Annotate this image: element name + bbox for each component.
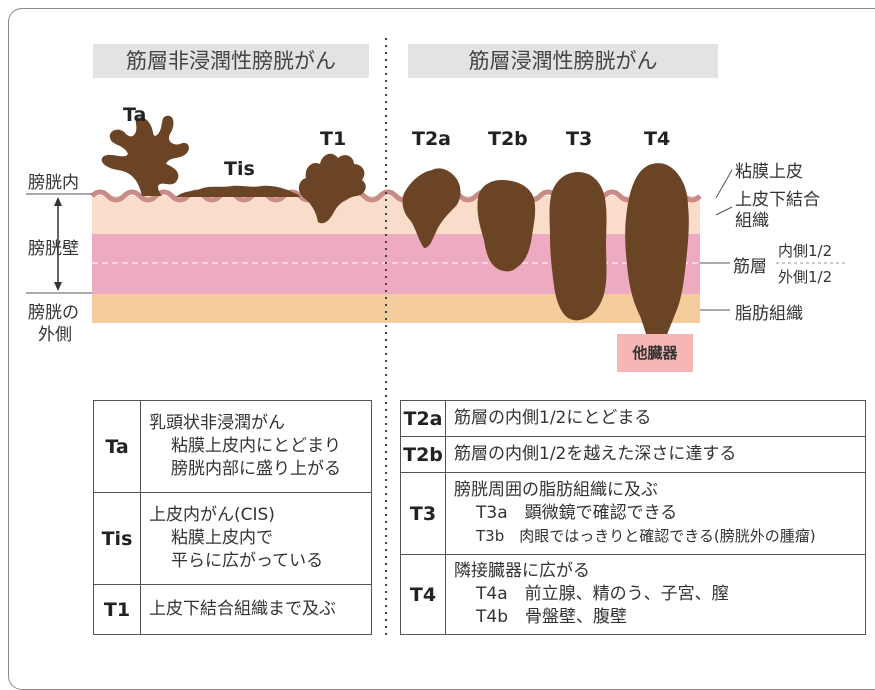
table-row: T1 上皮下結合組織まで及ぶ	[93, 584, 372, 635]
label-fat: 脂肪組織	[735, 304, 803, 324]
table-row: Ta 乳頭状非浸潤がん 粘膜上皮内にとどまり 膀胱内部に盛り上がる	[93, 400, 372, 493]
label-subepithelial-1: 上皮下結合	[735, 190, 820, 210]
table-cell: 上皮内がん(CIS) 粘膜上皮内で 平らに広がっている	[140, 492, 372, 585]
label-muscle-inner: 内側1/2	[778, 242, 833, 260]
tumor-ta	[101, 115, 189, 196]
table-key: T1	[93, 584, 141, 635]
table-non-invasive: Ta 乳頭状非浸潤がん 粘膜上皮内にとどまり 膀胱内部に盛り上がる Tis 上皮…	[93, 400, 372, 635]
table-key: T2b	[400, 436, 446, 473]
tumor-t2b	[477, 180, 536, 272]
table-text: 粘膜上皮内にとどまり	[171, 436, 341, 456]
table-key: Ta	[93, 400, 141, 493]
tumor-t1	[298, 153, 366, 224]
table-text: T3b 肉眼ではっきりと確認できる(膀胱外の腫瘤)	[476, 527, 816, 545]
label-mucosa: 粘膜上皮	[735, 162, 803, 182]
stage-label-tis: Tis	[224, 158, 255, 180]
table-text: 筋層の内側1/2にとどまる	[454, 408, 652, 428]
stage-label-t1: T1	[320, 128, 347, 150]
table-cell: 筋層の内側1/2にとどまる	[445, 400, 866, 437]
table-cell: 膀胱周囲の脂肪組織に及ぶ T3a 顕微鏡で確認できる T3b 肉眼ではっきりと確…	[445, 472, 866, 555]
table-text: 粘膜上皮内で	[171, 528, 273, 548]
table-text: T3a 顕微鏡で確認できる	[476, 503, 678, 523]
label-muscle: 筋層	[733, 257, 767, 277]
table-cell: 乳頭状非浸潤がん 粘膜上皮内にとどまり 膀胱内部に盛り上がる	[140, 400, 372, 493]
table-row: Tis 上皮内がん(CIS) 粘膜上皮内で 平らに広がっている	[93, 492, 372, 585]
table-text: 筋層の内側1/2を越えた深さに達する	[454, 444, 737, 464]
label-subepithelial-2: 組織	[735, 211, 769, 231]
table-text: 膀胱周囲の脂肪組織に及ぶ	[454, 480, 658, 500]
stage-label-t2b: T2b	[488, 128, 528, 150]
table-text: 膀胱内部に盛り上がる	[171, 459, 341, 479]
bladder-wall-diagram	[26, 38, 846, 640]
table-text: 上皮下結合組織まで及ぶ	[149, 599, 336, 619]
header-non-invasive: 筋層非浸潤性膀胱がん	[93, 44, 369, 78]
table-invasive: T2a 筋層の内側1/2にとどまる T2b 筋層の内側1/2を越えた深さに達する…	[400, 400, 866, 635]
tumor-tis	[176, 185, 300, 197]
table-text: T4a 前立腺、精のう、子宮、膣	[476, 584, 729, 604]
fat-layer	[92, 294, 700, 323]
wall-arrow-up	[54, 197, 62, 206]
table-row: T2b 筋層の内側1/2を越えた深さに達する	[400, 436, 866, 473]
label-bladder-inside: 膀胱内	[28, 173, 79, 193]
table-text: T4b 骨盤壁、腹壁	[476, 607, 627, 627]
table-text: 隣接臓器に広がる	[454, 561, 590, 581]
table-row: T4 隣接臓器に広がる T4a 前立腺、精のう、子宮、膣 T4b 骨盤壁、腹壁	[400, 554, 866, 635]
stage-label-ta: Ta	[123, 104, 147, 126]
table-text: 上皮内がん(CIS)	[149, 505, 275, 525]
stage-label-t3: T3	[566, 128, 593, 150]
tumor-t4	[625, 163, 689, 350]
table-row: T3 膀胱周囲の脂肪組織に及ぶ T3a 顕微鏡で確認できる T3b 肉眼ではっき…	[400, 472, 866, 555]
table-cell: 筋層の内側1/2を越えた深さに達する	[445, 436, 866, 473]
stage-label-t4: T4	[644, 128, 671, 150]
table-key: T4	[400, 554, 446, 635]
other-organ-box: 他臓器	[617, 334, 693, 372]
table-row: T2a 筋層の内側1/2にとどまる	[400, 400, 866, 437]
tumor-t3	[549, 172, 607, 321]
tumor-t2a	[402, 168, 461, 248]
label-muscle-outer: 外側1/2	[778, 268, 833, 286]
table-key: T3	[400, 472, 446, 555]
table-cell: 隣接臓器に広がる T4a 前立腺、精のう、子宮、膣 T4b 骨盤壁、腹壁	[445, 554, 866, 635]
table-cell: 上皮下結合組織まで及ぶ	[140, 584, 372, 635]
muscle-layer	[92, 234, 700, 294]
table-key: T2a	[400, 400, 446, 437]
stage-label-t2a: T2a	[412, 128, 452, 150]
label-bladder-wall: 膀胱壁	[28, 239, 79, 259]
header-invasive: 筋層浸潤性膀胱がん	[408, 44, 718, 78]
table-text: 平らに広がっている	[171, 551, 324, 571]
label-bladder-outside-2: 外側	[38, 325, 72, 345]
table-key: Tis	[93, 492, 141, 585]
wall-arrow-down	[54, 282, 62, 291]
leader-subepithelial	[715, 206, 733, 216]
leader-mucosa	[715, 169, 733, 199]
label-bladder-outside-1: 膀胱の	[28, 303, 79, 323]
table-text: 乳頭状非浸潤がん	[149, 413, 285, 433]
